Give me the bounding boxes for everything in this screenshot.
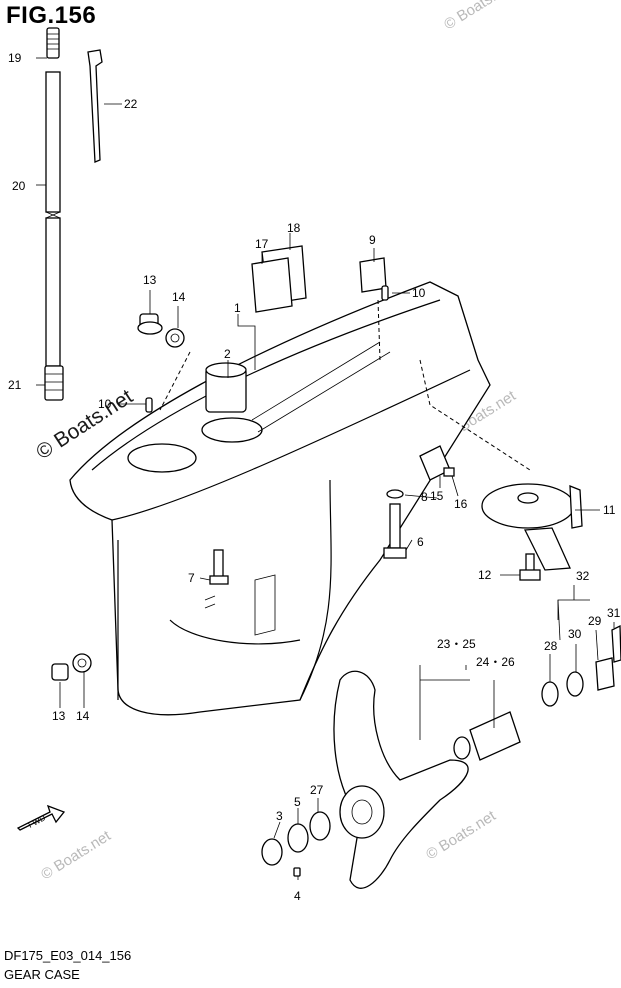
callout-12: 12 [478, 568, 492, 582]
watermark-top-right: © Boats.net [441, 0, 517, 33]
part-21-shaft-spline [44, 365, 64, 401]
figure-name: GEAR CASE [4, 967, 80, 982]
part-19-shaft-cap [46, 27, 60, 59]
watermark-bottom-right: © Boats.net [423, 807, 499, 864]
part-12-bolt [519, 553, 541, 581]
part-29-nut [595, 657, 615, 691]
part-3-thrust-hub [261, 838, 283, 866]
part-11-trim-tab [481, 483, 583, 571]
part-31-cotter-pin [611, 624, 621, 663]
part-30-washer [566, 671, 584, 697]
callout-27: 27 [310, 783, 324, 797]
callout-11: 11 [603, 503, 616, 517]
propeller [333, 670, 469, 889]
part-24-26-bushing [453, 711, 521, 761]
part-20-drive-shaft [45, 71, 61, 367]
callout-13-lower: 13 [52, 709, 66, 723]
callout-32: 32 [576, 569, 590, 583]
part-6-bolt [383, 503, 407, 559]
callout-22: 22 [124, 97, 138, 111]
callout-5: 5 [294, 795, 301, 809]
callout-8: 8 [421, 490, 428, 504]
callout-18: 18 [287, 221, 301, 235]
gear-case-housing [69, 281, 491, 716]
callout-15: 15 [430, 489, 444, 503]
leader-lines [36, 57, 615, 880]
callout-2: 2 [224, 347, 231, 361]
part-27-spacer [309, 811, 331, 841]
callout-23-25: 23・25 [437, 637, 476, 651]
callout-6: 6 [417, 535, 424, 549]
figure-title: FIG.156 [6, 2, 97, 29]
part-4-key [293, 867, 301, 877]
guide-line-plug [159, 351, 191, 411]
fwd-arrow-icon: FWD [16, 804, 66, 831]
callout-3: 3 [276, 809, 283, 823]
callout-10-upper: 10 [412, 286, 426, 300]
callout-30: 30 [568, 627, 582, 641]
part-13-14-lower-plug [51, 653, 92, 681]
part-22-clip [87, 49, 103, 163]
callout-29: 29 [588, 614, 602, 628]
part-10-pin-lower [145, 397, 153, 413]
part-5-washer [287, 823, 309, 853]
callout-19: 19 [8, 51, 22, 65]
guide-line-trim-tab [419, 359, 531, 471]
callout-4: 4 [294, 889, 301, 903]
callout-31: 31 [607, 606, 621, 620]
part-17-18-plates [251, 245, 307, 313]
part-10-pin-upper [381, 285, 389, 301]
callout-17: 17 [255, 237, 269, 251]
callout-9: 9 [369, 233, 376, 247]
callout-1: 1 [234, 301, 241, 315]
callout-7: 7 [188, 571, 195, 585]
watermark-bottom-left: © Boats.net [38, 827, 114, 884]
callout-10-lower: 10 [98, 397, 112, 411]
guide-line-anode [377, 299, 381, 361]
callout-20: 20 [12, 179, 26, 193]
part-28-washer [541, 681, 559, 707]
part-13-14-upper-plug [137, 313, 185, 348]
figure-model-code: DF175_E03_014_156 [4, 948, 132, 963]
callout-28: 28 [544, 639, 558, 653]
part-15-16-bracket [419, 445, 455, 481]
callout-14-lower: 14 [76, 709, 90, 723]
callout-16: 16 [454, 497, 468, 511]
callout-24-26: 24・26 [476, 655, 515, 669]
callout-21: 21 [8, 378, 22, 392]
part-8-washer [386, 489, 404, 499]
callout-13-upper: 13 [143, 273, 157, 287]
callout-14-upper: 14 [172, 290, 186, 304]
